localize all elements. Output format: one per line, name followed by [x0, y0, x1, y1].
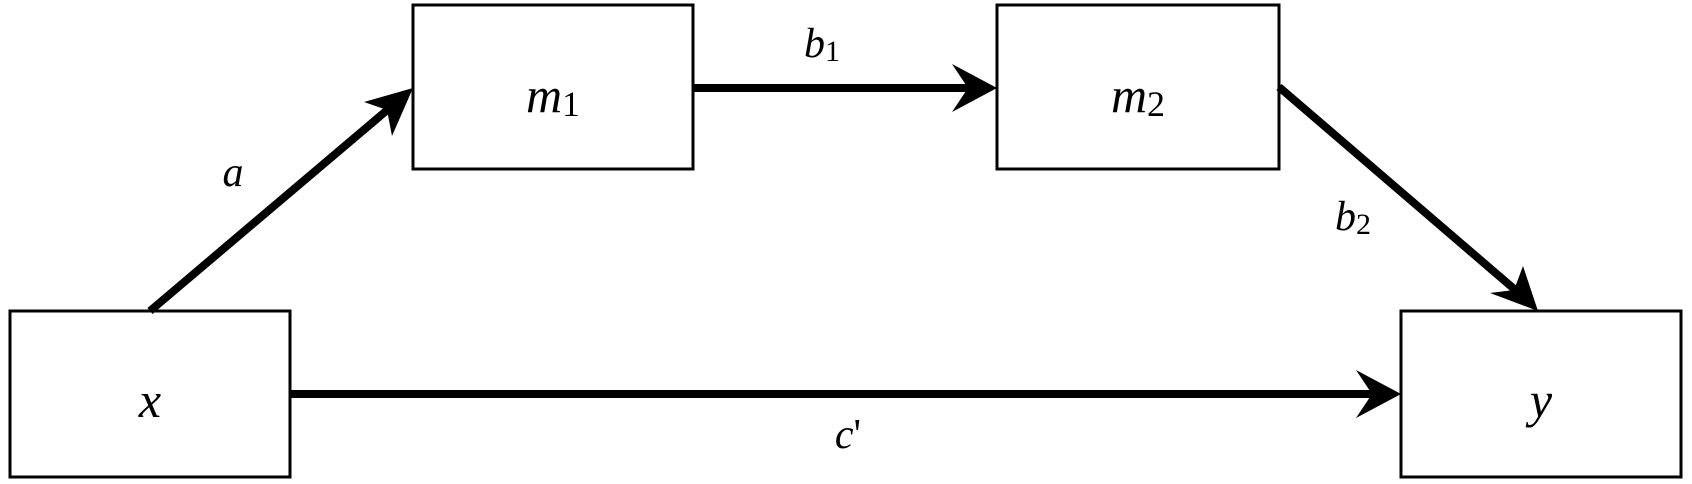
node-m2-label: m2	[1111, 67, 1165, 124]
arrow-c-head	[1356, 370, 1401, 418]
path-b2-label: b2	[1335, 194, 1371, 241]
arrow-b1-head	[952, 64, 997, 112]
arrow-b2-line	[1276, 83, 1523, 298]
path-a-label: a	[223, 150, 244, 196]
node-x-box	[8, 309, 292, 479]
arrow-a-line	[147, 102, 395, 315]
node-y: y	[1399, 309, 1683, 479]
node-y-box	[1399, 309, 1683, 479]
node-x-label: x	[138, 372, 161, 428]
arrow-c	[290, 370, 1401, 418]
arrow-b1	[693, 64, 997, 112]
arrow-a	[147, 88, 413, 315]
node-m1: m1	[411, 3, 695, 171]
path-c-prime-label: c'	[835, 412, 861, 458]
arrow-b2-head	[1490, 266, 1538, 311]
node-m1-label: m1	[526, 67, 580, 124]
arrow-a-head	[364, 88, 413, 136]
node-m1-box	[411, 3, 695, 171]
node-x: x	[8, 309, 292, 479]
arrow-b2	[1276, 83, 1538, 311]
node-m2-box	[995, 3, 1281, 171]
path-b1-label: b1	[804, 21, 840, 68]
node-y-label: y	[1525, 372, 1553, 428]
node-m2: m2	[995, 3, 1281, 171]
